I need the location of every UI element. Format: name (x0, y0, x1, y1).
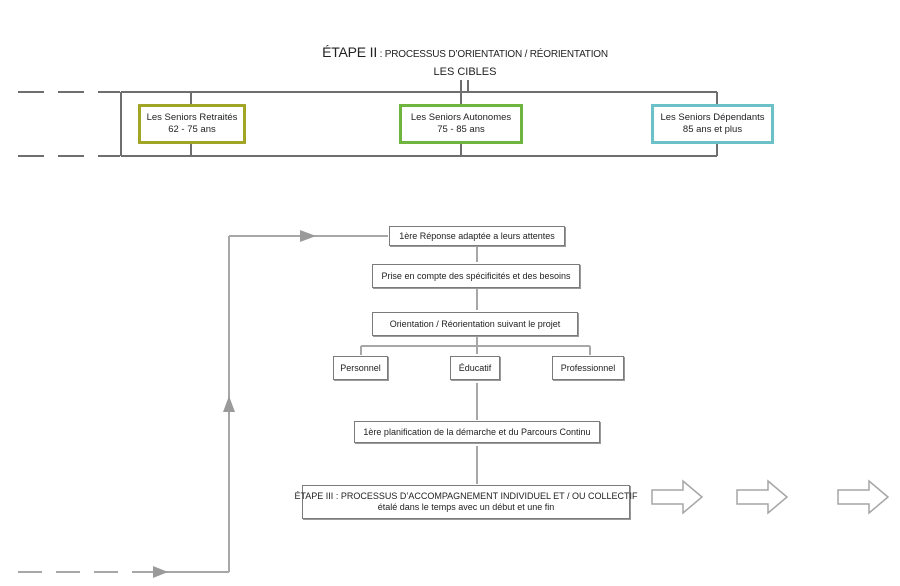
target-seniors-dependants: Les Seniors Dépendants 85 ans et plus (651, 104, 774, 144)
branch-personnel: Personnel (333, 356, 388, 380)
step-planning: 1ère planification de la démarche et du … (354, 421, 600, 443)
branch-professionnel: Professionnel (552, 356, 624, 380)
target-age: 75 - 85 ans (437, 124, 485, 135)
outline-arrow-2 (736, 479, 789, 515)
stage3-subtitle: étalé dans le temps avec un début et une… (377, 502, 555, 512)
target-seniors-autonomes: Les Seniors Autonomes 75 - 85 ans (399, 104, 523, 144)
step-first-response: 1ère Réponse adaptée a leurs attentes (389, 226, 565, 246)
target-age: 85 ans et plus (682, 124, 743, 135)
step-needs: Prise en compte des spécificités et des … (372, 264, 580, 288)
target-label: Les Seniors Retraités (146, 112, 238, 123)
target-seniors-retraites: Les Seniors Retraités 62 - 75 ans (138, 104, 246, 144)
diagram-title: ÉTAPE II : PROCESSUS D’ORIENTATION / RÉO… (0, 44, 900, 60)
diagram-subtitle: LES CIBLES (433, 66, 497, 78)
stage3-title: ÉTAPE III : PROCESSUS D’ACCOMPAGNEMENT I… (294, 491, 638, 501)
title-rest: : PROCESSUS D’ORIENTATION / RÉORIENTATIO… (377, 49, 609, 60)
step-stage-3: ÉTAPE III : PROCESSUS D’ACCOMPAGNEMENT I… (294, 485, 638, 519)
target-age: 62 - 75 ans (168, 124, 216, 135)
outline-arrow-3 (837, 479, 890, 515)
branch-educatif: Éducatif (450, 356, 500, 380)
target-label: Les Seniors Dépendants (660, 112, 765, 123)
outline-arrow-1 (651, 479, 704, 515)
title-main: ÉTAPE II (322, 44, 378, 60)
step-orientation: Orientation / Réorientation suivant le p… (372, 312, 578, 336)
target-label: Les Seniors Autonomes (410, 112, 512, 123)
